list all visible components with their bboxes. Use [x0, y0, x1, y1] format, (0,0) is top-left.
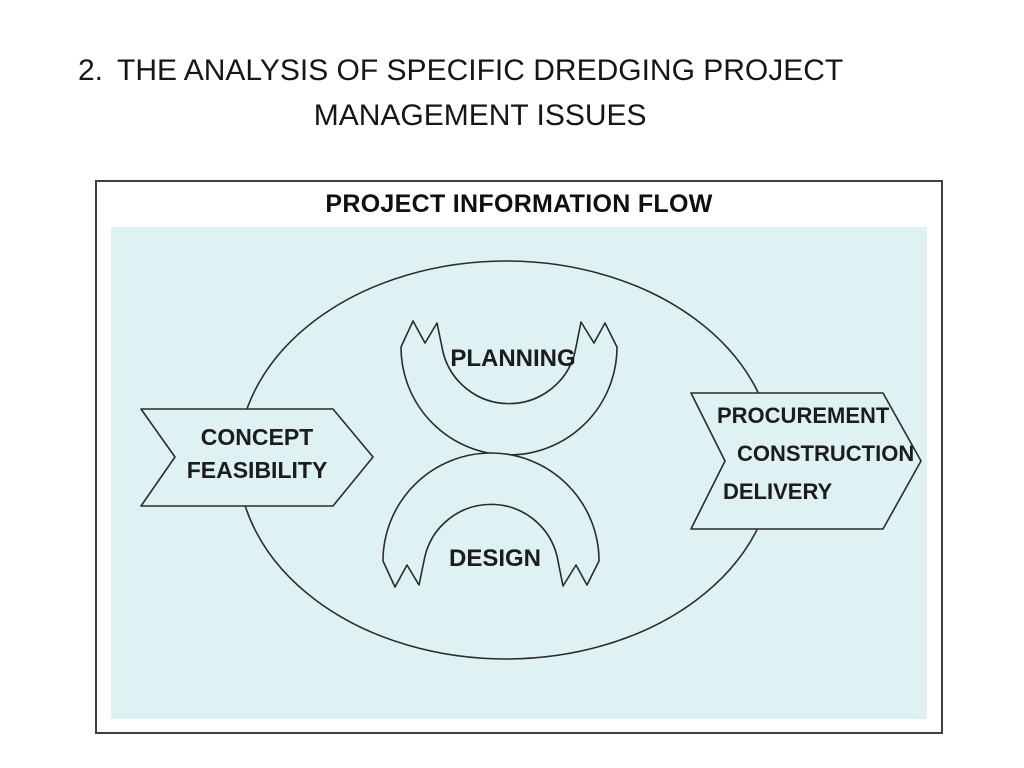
design-label: DESIGN: [448, 545, 541, 572]
procurement-construction-delivery-label: PROCUREMENT CONSTRUCTION DELIVERY: [709, 397, 914, 511]
procurement-label-line: PROCUREMENT: [717, 403, 890, 428]
feasibility-label-line: FEASIBILITY: [186, 457, 328, 483]
design-cycle-arc-arrow: [382, 452, 600, 588]
construction-label-line: CONSTRUCTION: [737, 441, 915, 466]
flow-diagram-graphics: [140, 260, 922, 660]
slide-title-line-2: MANAGEMENT ISSUES: [313, 99, 647, 132]
slide-title-line-1: THE ANALYSIS OF SPECIFIC DREDGING PROJEC…: [117, 54, 844, 87]
slide-number: 2.: [78, 54, 104, 87]
diagram-panel-title: PROJECT INFORMATION FLOW: [325, 190, 713, 218]
slide-title-lines: THE ANALYSIS OF SPECIFIC DREDGING PROJEC…: [117, 48, 843, 138]
delivery-label-line: DELIVERY: [723, 479, 833, 504]
concept-feasibility-label: CONCEPT FEASIBILITY: [173, 421, 341, 487]
procurement-arrow-shape: [690, 392, 922, 530]
concept-feasibility-arrow-shape: [140, 408, 374, 507]
diagram-canvas: PLANNING DESIGN CONCEPT FEASIBILITY PROC…: [111, 227, 927, 719]
diagram-panel: PROJECT INFORMATION FLOW PLANNING DESIGN…: [95, 180, 943, 734]
slide-title: 2. THE ANALYSIS OF SPECIFIC DREDGING PRO…: [78, 48, 843, 138]
concept-label-line: CONCEPT: [200, 424, 314, 450]
planning-cycle-arc-arrow: [400, 320, 618, 456]
planning-label: PLANNING: [450, 345, 576, 372]
